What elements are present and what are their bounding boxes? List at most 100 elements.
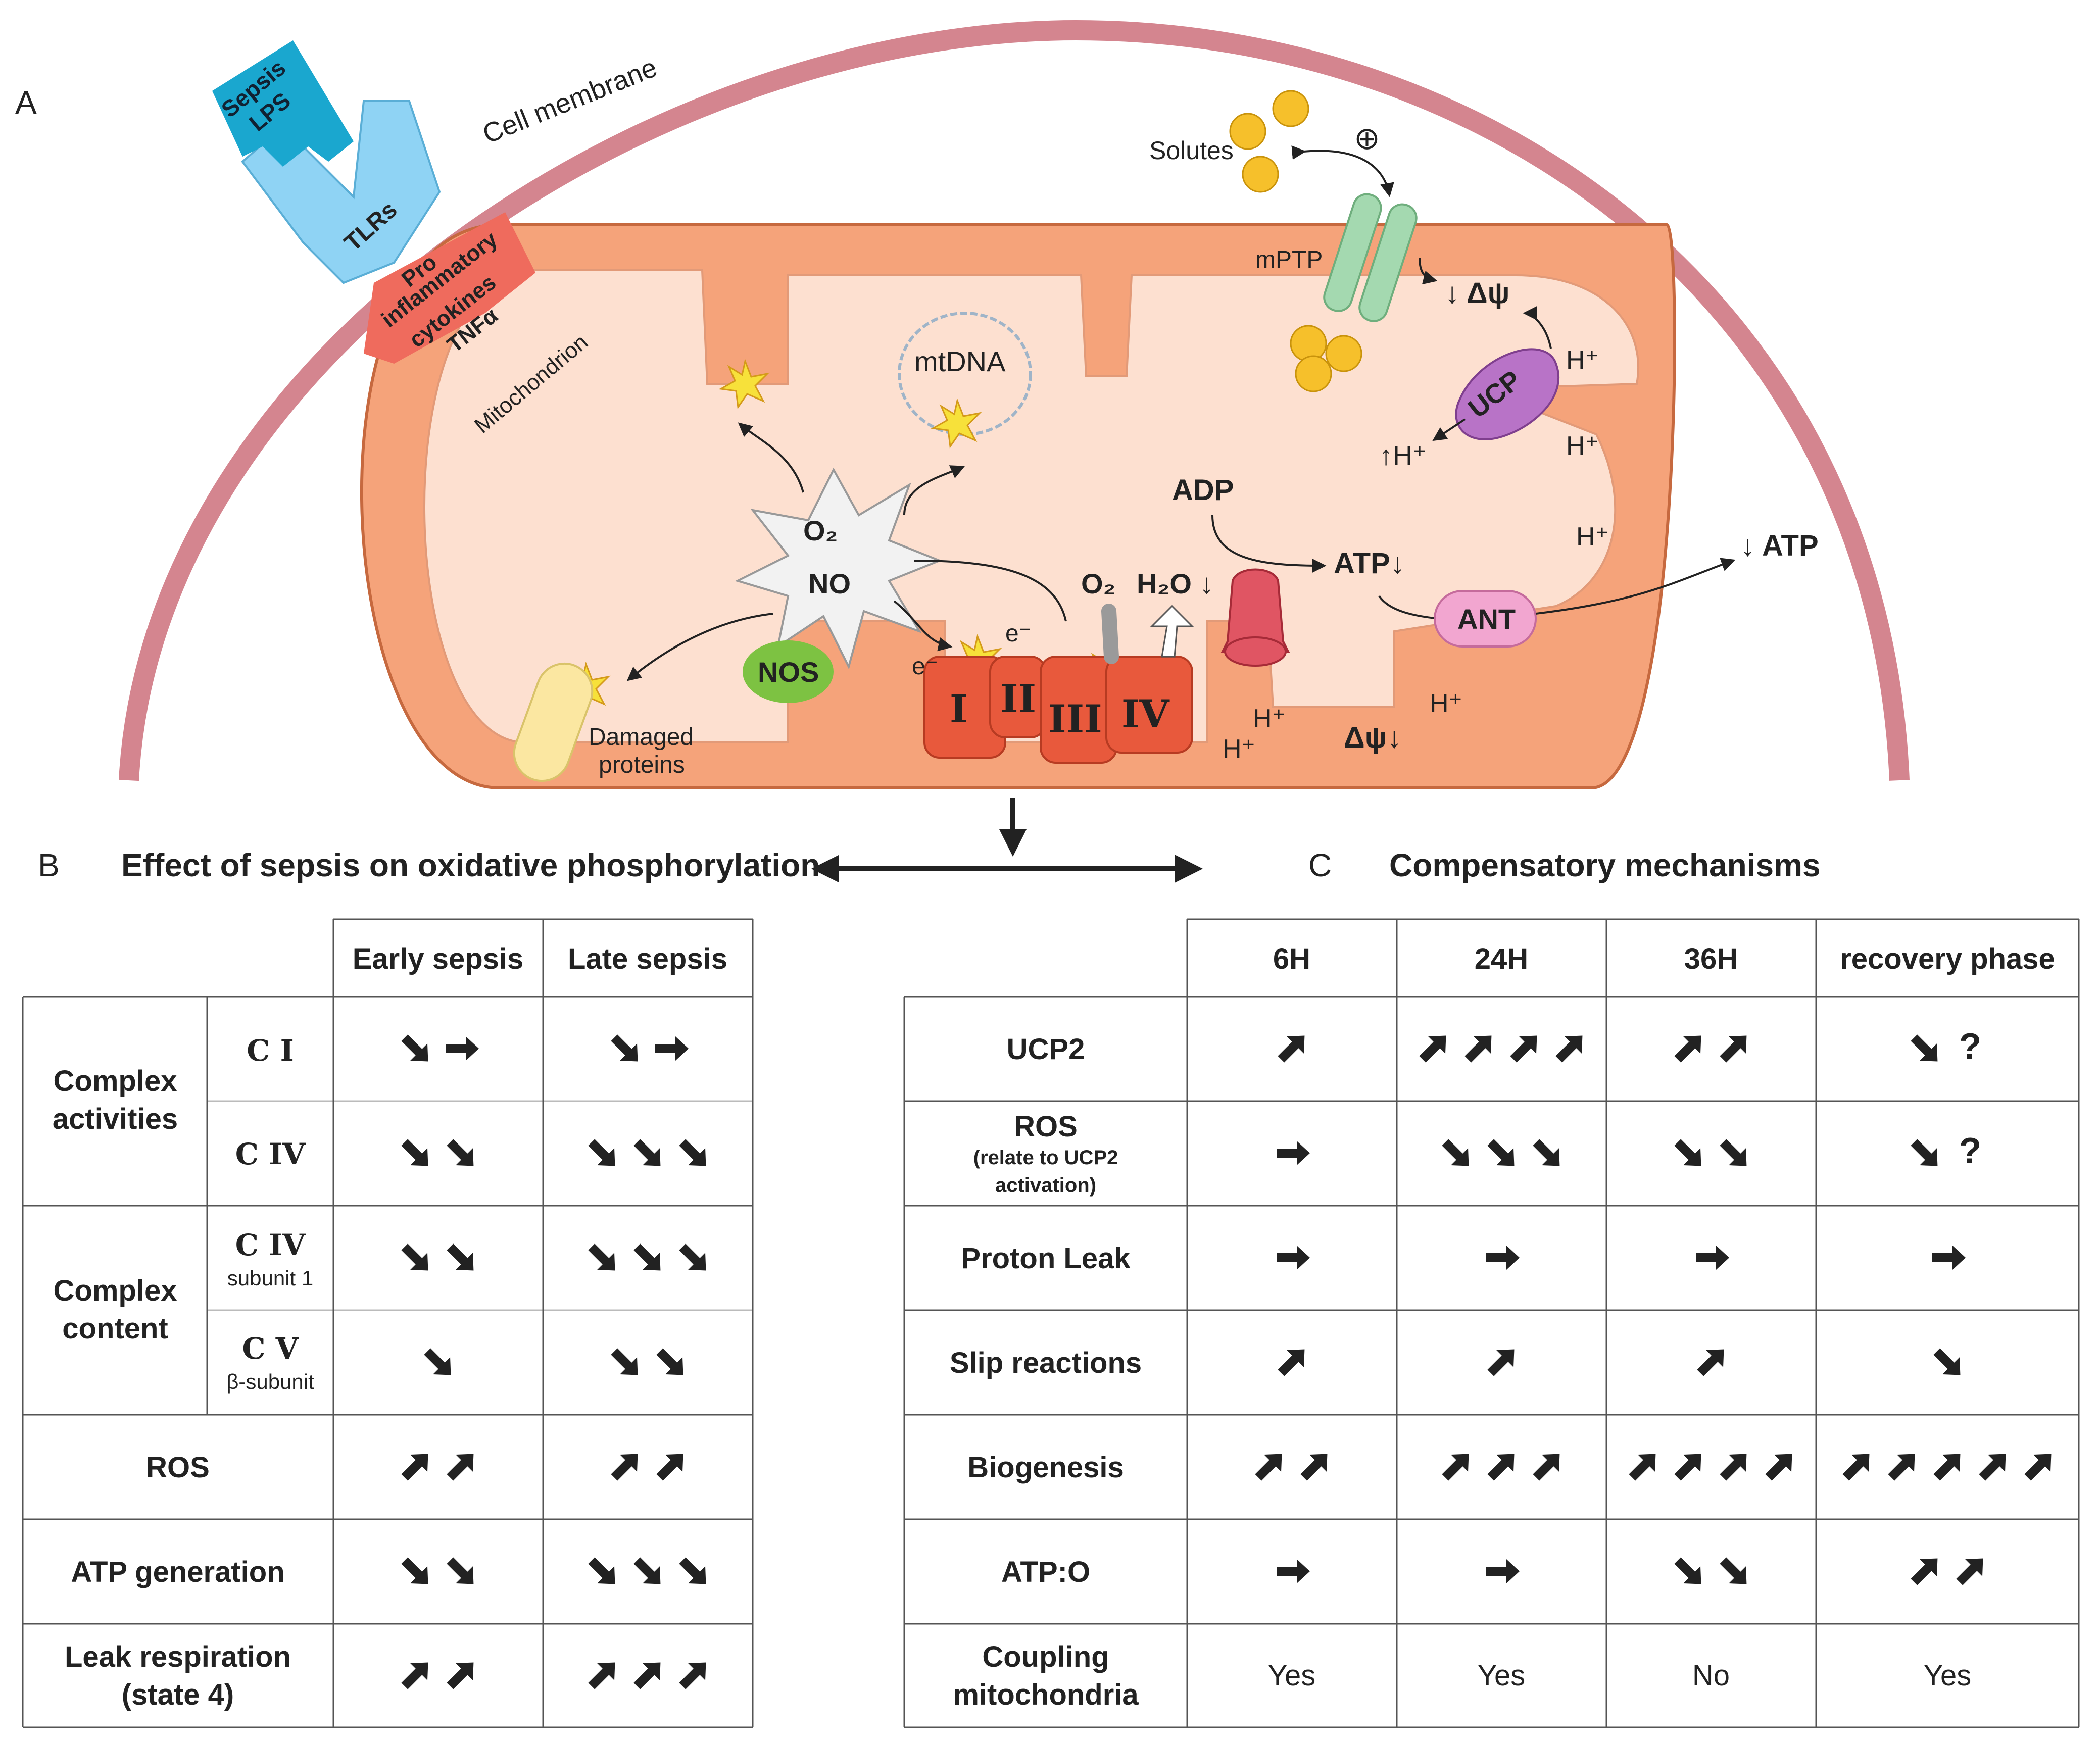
o2-small-label: O₂	[1081, 568, 1115, 600]
c-row2-col3-arrow-flat-0	[1932, 1246, 1966, 1270]
o2-label: O₂	[803, 515, 838, 546]
c-row3-col3-arrow-down-0	[1933, 1348, 1961, 1375]
c-row1-col3-question-mark: ?	[1959, 1131, 1981, 1171]
row-biogenesis-label: Biogenesis	[967, 1451, 1124, 1484]
b-row3-early-arrow-down-0	[424, 1348, 451, 1375]
arrow-to-proteins	[626, 613, 773, 681]
c-row4-col1-arrow-up-2	[1533, 1454, 1560, 1481]
solute-3	[1242, 156, 1279, 193]
atp-to-ant-line	[1378, 595, 1440, 620]
b-row3-late-arrow-down-1	[656, 1348, 683, 1375]
panel-c: C Compensatory mechanisms 6H 24H 36H rec…	[903, 847, 2080, 1728]
b-row4-late-arrow-up-1	[656, 1454, 683, 1481]
c-row6-col1-value-text: Yes	[1478, 1659, 1526, 1692]
b-row5-late-arrow-down-1	[633, 1557, 661, 1584]
panel-b-title: Effect of sepsis on oxidative phosphoryl…	[121, 847, 820, 883]
b-row4-early-arrow-up-1	[447, 1454, 474, 1481]
atp-out-label: ↓ ATP	[1740, 529, 1819, 562]
ucp-protein	[1455, 348, 1560, 441]
c-row4-col1-arrow-up-0	[1442, 1454, 1469, 1481]
arrow-to-top-damage	[738, 422, 804, 493]
o2-intake-channel	[1101, 604, 1119, 664]
h2o-out-arrow	[1150, 605, 1194, 658]
row-coupling-label-2: mitochondria	[953, 1678, 1139, 1711]
b-row0-late-arrow-flat-1	[655, 1036, 689, 1061]
c-row4-col0-arrow-up-0	[1255, 1454, 1282, 1481]
electron-label-1: e⁻	[912, 653, 938, 680]
c-row4-col3-arrow-up-1	[1888, 1454, 1915, 1481]
b-row1-late-arrow-down-1	[633, 1139, 661, 1166]
b-row1-late-arrow-down-0	[588, 1139, 615, 1166]
b-row5-late-arrow-down-0	[588, 1557, 615, 1584]
b-row6-late-arrow-up-2	[679, 1662, 706, 1689]
c-row4-col3-arrow-up-2	[1933, 1454, 1961, 1481]
c-row0-col3-arrow-down-0	[1911, 1034, 1938, 1062]
b-row1-early-arrow-down-0	[401, 1139, 428, 1166]
complex-iv-label: IV	[1121, 691, 1170, 736]
row-ros-label: ROS	[146, 1451, 210, 1484]
b-row6-early-arrow-up-1	[447, 1662, 474, 1689]
row-atpo-label: ATP:O	[1001, 1556, 1090, 1588]
row-atp-label: ATP generation	[71, 1556, 284, 1588]
c-row5-col3-arrow-up-0	[1911, 1558, 1938, 1585]
c-row4-col2-arrow-up-1	[1674, 1454, 1701, 1481]
c-row1-col1-arrow-down-0	[1442, 1139, 1469, 1166]
c-row5-col1-arrow-flat-0	[1486, 1559, 1520, 1583]
c-row1-col0-arrow-flat-0	[1277, 1141, 1310, 1165]
group-complex-activities-2: activities	[53, 1103, 178, 1135]
b-row5-early-arrow-down-0	[401, 1557, 428, 1584]
row-leak-sub: (state 4)	[122, 1678, 234, 1711]
b-row0-early-arrow-flat-1	[446, 1036, 479, 1061]
ucp-hplus-in-arrow	[1432, 418, 1466, 441]
c-row0-col2-arrow-up-0	[1674, 1035, 1701, 1063]
mtdna-ring	[898, 312, 1032, 436]
panel-a-letter: A	[15, 84, 37, 121]
c-row4-col3-arrow-up-3	[1979, 1454, 2006, 1481]
damage-burst-mtdna	[931, 397, 982, 449]
row-proton-leak-label: Proton Leak	[961, 1242, 1131, 1275]
solutes-label: Solutes	[1149, 136, 1234, 165]
panel-c-letter: C	[1308, 847, 1332, 883]
ucp-dpsi-arrow	[1523, 306, 1552, 349]
arrow-to-mtdna	[903, 465, 965, 516]
panel-b-arrow-marks	[401, 1034, 706, 1689]
hplus-5: H⁺	[1223, 734, 1255, 764]
col-recovery-phase: recovery phase	[1840, 942, 2055, 975]
panel-b-letter: B	[38, 847, 60, 883]
c-row4-col2-arrow-up-0	[1629, 1454, 1656, 1481]
arrow-to-complex-i	[893, 600, 953, 652]
atp-in-label: ATP↓	[1334, 547, 1405, 580]
col-24h: 24H	[1475, 942, 1528, 975]
solute-4	[1290, 325, 1327, 362]
b-row0-early-arrow-down-0	[401, 1034, 428, 1062]
panel-c-title: Compensatory mechanisms	[1389, 847, 1821, 883]
c-row1-col1-arrow-down-2	[1533, 1139, 1560, 1166]
o2-no-starburst	[735, 467, 943, 670]
ant-label: ANT	[1457, 603, 1516, 635]
adp-to-atp-arrow	[1211, 515, 1327, 573]
b-row1-early-arrow-down-1	[447, 1139, 474, 1166]
c-row4-col3-arrow-up-0	[1842, 1454, 1870, 1481]
damage-burst-top	[718, 358, 770, 410]
c-row0-col1-arrow-up-2	[1510, 1035, 1537, 1063]
c-row1-col3-arrow-down-0	[1911, 1139, 1938, 1166]
group-complex-content-2: content	[62, 1312, 168, 1345]
col-late-sepsis: Late sepsis	[568, 942, 727, 975]
solute-1	[1229, 113, 1266, 150]
c-row5-col2-arrow-down-1	[1720, 1557, 1747, 1584]
c-row2-col2-arrow-flat-0	[1696, 1246, 1729, 1270]
b-row1-late-arrow-down-2	[679, 1139, 706, 1166]
c-row4-col2-arrow-up-3	[1765, 1454, 1792, 1481]
c-row2-col1-arrow-flat-0	[1486, 1246, 1520, 1270]
b-row2-late-arrow-down-1	[633, 1243, 661, 1271]
damaged-label: Damaged	[589, 724, 694, 751]
row-coupling-label-1: Coupling	[982, 1640, 1109, 1673]
sepsis-lps-ligand	[212, 40, 354, 167]
group-complex-activities-1: Complex	[54, 1065, 177, 1098]
hplus-6: H⁺	[1430, 689, 1462, 718]
ant-to-atp-out-arrow	[1535, 558, 1736, 615]
panel-b: B Effect of sepsis on oxidative phosphor…	[22, 847, 820, 1728]
row-cv-label: C V	[242, 1331, 299, 1366]
c-row0-col1-arrow-up-3	[1555, 1035, 1583, 1063]
c-row1-col1-arrow-down-1	[1487, 1139, 1515, 1166]
